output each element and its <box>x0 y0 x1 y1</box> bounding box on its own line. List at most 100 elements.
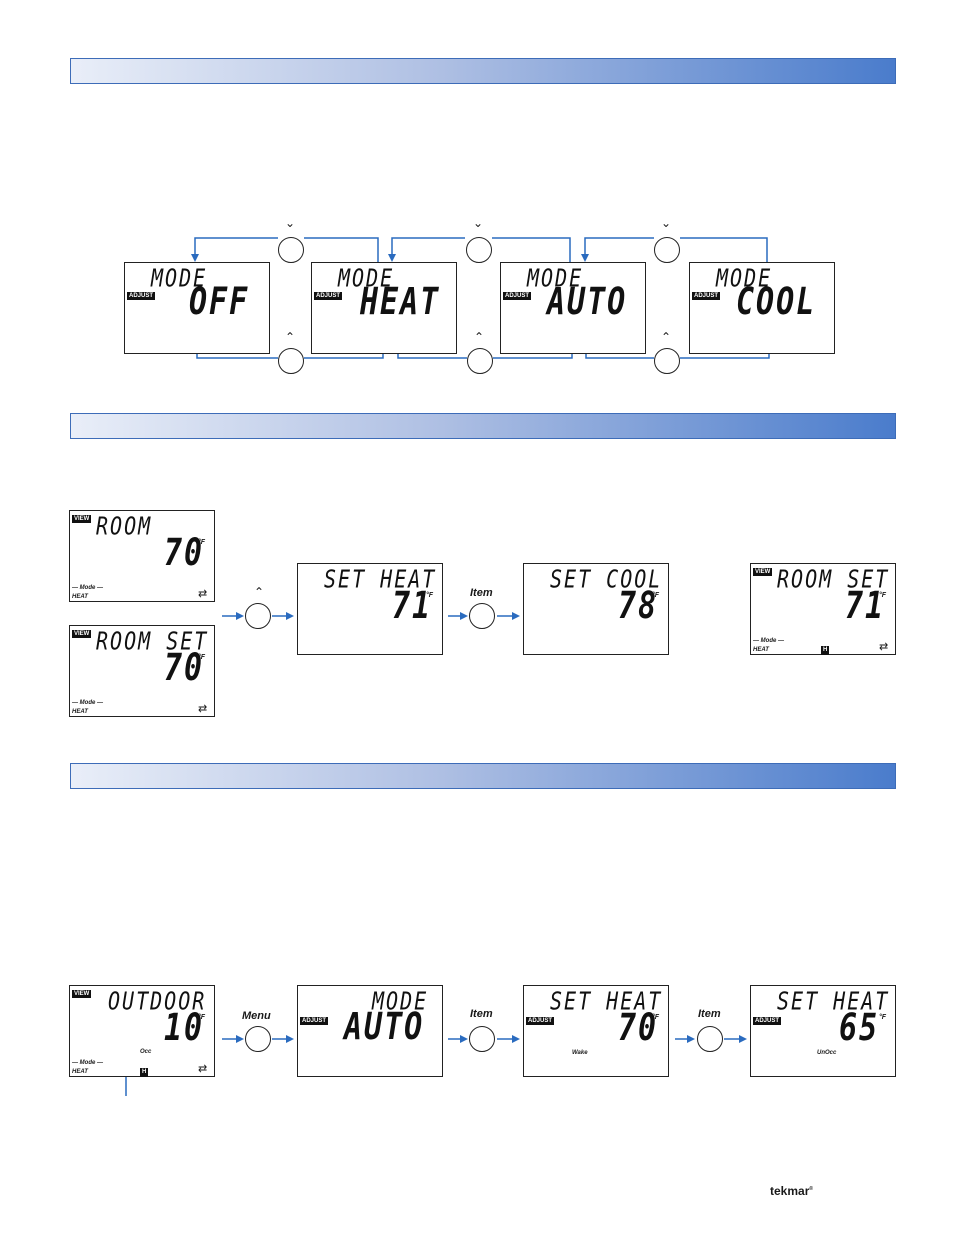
swap-icon: ⇄ <box>198 703 208 715</box>
chevron-up-icon: ⌃ <box>474 330 485 344</box>
lcd-mode-auto: MODE ADJUST AUTO <box>500 262 646 354</box>
registered-mark: ® <box>809 1186 814 1192</box>
lcd-value: 71 <box>392 584 433 628</box>
adjust-tag: ADJUST <box>526 1017 555 1025</box>
lcd-title: SET COOL <box>550 563 663 594</box>
brand-name: tekmar <box>770 1184 810 1198</box>
mode-value: HEAT <box>72 709 88 715</box>
unit-label: °F <box>198 539 206 546</box>
view-tag: VIEW <box>72 990 92 998</box>
lcd-title: MODE <box>151 262 208 293</box>
lcd-outdoor: VIEW OUTDOOR 10 °F Occ — Mode — HEAT H ⇄ <box>69 985 215 1077</box>
view-tag: VIEW <box>753 568 773 576</box>
lcd-value: HEAT <box>360 280 441 324</box>
lcd-title: SET HEAT <box>777 985 890 1016</box>
down-button[interactable] <box>466 237 492 263</box>
lcd-value: 65 <box>839 1006 880 1050</box>
lcd-value: AUTO <box>547 280 628 324</box>
lcd-set-heat-unocc: SET HEAT ADJUST 65 °F UnOcc <box>750 985 896 1077</box>
lcd-value: 71 <box>845 584 886 628</box>
item-button-label: Item <box>698 1008 721 1020</box>
chevron-up-icon: ⌃ <box>254 585 265 599</box>
adjust-tag: ADJUST <box>314 292 343 300</box>
lcd-value: COOL <box>736 280 817 324</box>
mode-value: HEAT <box>753 647 769 653</box>
unit-label: °F <box>652 1014 660 1021</box>
chevron-down-icon: ⌄ <box>473 216 484 230</box>
unit-label: °F <box>879 592 887 599</box>
lcd-title: MODE <box>527 262 584 293</box>
up-button[interactable] <box>654 348 680 374</box>
chevron-up-icon: ⌃ <box>661 330 672 344</box>
lcd-value: 10 <box>164 1006 205 1050</box>
down-button[interactable] <box>278 237 304 263</box>
unit-label: °F <box>198 1014 206 1021</box>
occ-label: Occ <box>140 1049 152 1055</box>
unit-label: °F <box>879 1014 887 1021</box>
lcd-room-set: VIEW ROOM SET 70 °F — Mode — HEAT ⇄ <box>69 625 215 717</box>
lcd-value: 70 <box>164 531 205 575</box>
mode-label: — Mode — <box>72 1060 103 1066</box>
lcd-title: MODE <box>372 985 429 1016</box>
item-button-label: Item <box>470 1008 493 1020</box>
down-button[interactable] <box>654 237 680 263</box>
chevron-down-icon: ⌄ <box>661 216 672 230</box>
adjust-tag: ADJUST <box>127 292 156 300</box>
item-button[interactable] <box>469 1026 495 1052</box>
up-button[interactable] <box>278 348 304 374</box>
lcd-title: ROOM <box>96 510 153 541</box>
lcd-value: 70 <box>618 1006 659 1050</box>
lcd-set-heat-wake: SET HEAT ADJUST 70 °F Wake <box>523 985 669 1077</box>
section-header-band <box>70 763 896 789</box>
mode-value: HEAT <box>72 1069 88 1075</box>
chevron-down-icon: ⌄ <box>285 216 296 230</box>
lcd-mode-auto-adjust: MODE ADJUST AUTO <box>297 985 443 1077</box>
unit-label: °F <box>426 592 434 599</box>
lcd-title: ROOM SET <box>777 563 890 594</box>
lcd-room: VIEW ROOM 70 °F — Mode — HEAT ⇄ <box>69 510 215 602</box>
lcd-set-cool: SET COOL 78 °F <box>523 563 669 655</box>
lcd-mode-heat: MODE ADJUST HEAT <box>311 262 457 354</box>
lcd-room-set-final: VIEW ROOM SET 71 °F — Mode — HEAT H ⇄ <box>750 563 896 655</box>
view-tag: VIEW <box>72 630 92 638</box>
mode-label: — Mode — <box>72 585 103 591</box>
schedule-event-label: Wake <box>572 1050 588 1056</box>
section-header-band <box>70 413 896 439</box>
menu-button[interactable] <box>245 1026 271 1052</box>
lcd-title: SET HEAT <box>324 563 437 594</box>
mode-label: — Mode — <box>72 700 103 706</box>
mode-label: — Mode — <box>753 638 784 644</box>
section-header-band <box>70 58 896 84</box>
lcd-title: MODE <box>338 262 395 293</box>
item-button[interactable] <box>697 1026 723 1052</box>
swap-icon: ⇄ <box>198 588 208 600</box>
up-button[interactable] <box>245 603 271 629</box>
swap-icon: ⇄ <box>198 1063 208 1075</box>
mode-value: HEAT <box>72 594 88 600</box>
adjust-tag: ADJUST <box>300 1017 329 1025</box>
chevron-up-icon: ⌃ <box>285 330 296 344</box>
lcd-title: MODE <box>716 262 773 293</box>
item-button[interactable] <box>469 603 495 629</box>
schedule-icon: H <box>140 1068 149 1077</box>
lcd-title: OUTDOOR <box>108 985 207 1016</box>
lcd-value: 70 <box>164 646 205 690</box>
view-tag: VIEW <box>72 515 92 523</box>
lcd-value: OFF <box>189 280 250 324</box>
brand-logo: tekmar® <box>770 1184 813 1198</box>
schedule-event-label: UnOcc <box>817 1050 837 1056</box>
menu-button-label: Menu <box>242 1010 271 1022</box>
adjust-tag: ADJUST <box>503 292 532 300</box>
swap-icon: ⇄ <box>879 641 889 653</box>
unit-label: °F <box>652 592 660 599</box>
adjust-tag: ADJUST <box>753 1017 782 1025</box>
lcd-title: SET HEAT <box>550 985 663 1016</box>
schedule-icon: H <box>821 646 830 655</box>
up-button[interactable] <box>467 348 493 374</box>
adjust-tag: ADJUST <box>692 292 721 300</box>
unit-label: °F <box>198 654 206 661</box>
lcd-value: 78 <box>618 584 659 628</box>
lcd-mode-cool: MODE ADJUST COOL <box>689 262 835 354</box>
item-button-label: Item <box>470 587 493 599</box>
lcd-title: ROOM SET <box>96 625 209 656</box>
